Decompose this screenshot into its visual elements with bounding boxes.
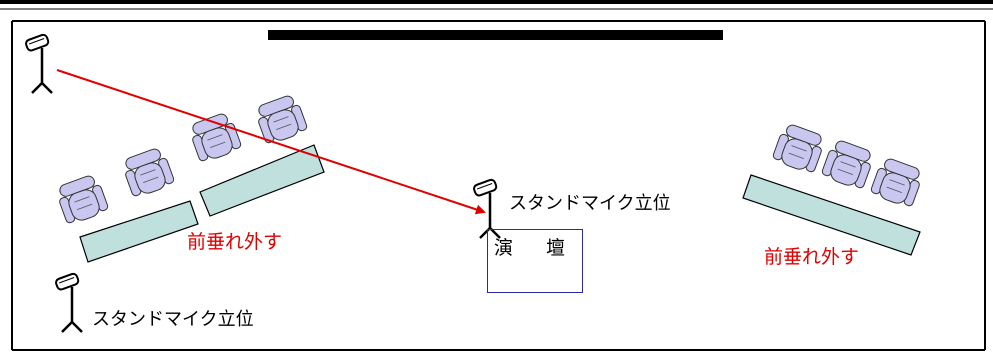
podium — [487, 229, 583, 293]
stand-mic-label-left: スタンドマイク立位 — [92, 309, 254, 330]
chair — [53, 172, 110, 227]
table-right — [742, 174, 921, 256]
top-border — [0, 0, 993, 4]
mic-stand-icon — [53, 271, 84, 334]
table-left-back — [199, 144, 325, 217]
mic-stand-icon — [23, 32, 54, 95]
chair — [771, 121, 828, 176]
stage-bar — [268, 30, 723, 40]
podium-label-1: 演 — [494, 237, 514, 259]
remove-drape-label-left: 前垂れ外す — [187, 231, 283, 253]
movement-arrow — [56, 69, 486, 215]
chair — [869, 155, 926, 210]
table-left-front — [79, 200, 199, 263]
chair — [820, 137, 877, 192]
podium-label-2: 壇 — [546, 237, 566, 259]
stand-mic-label-center: スタンドマイク立位 — [509, 193, 671, 214]
remove-drape-label-right: 前垂れ外す — [764, 246, 860, 268]
chair — [186, 110, 243, 165]
chair — [119, 145, 176, 200]
